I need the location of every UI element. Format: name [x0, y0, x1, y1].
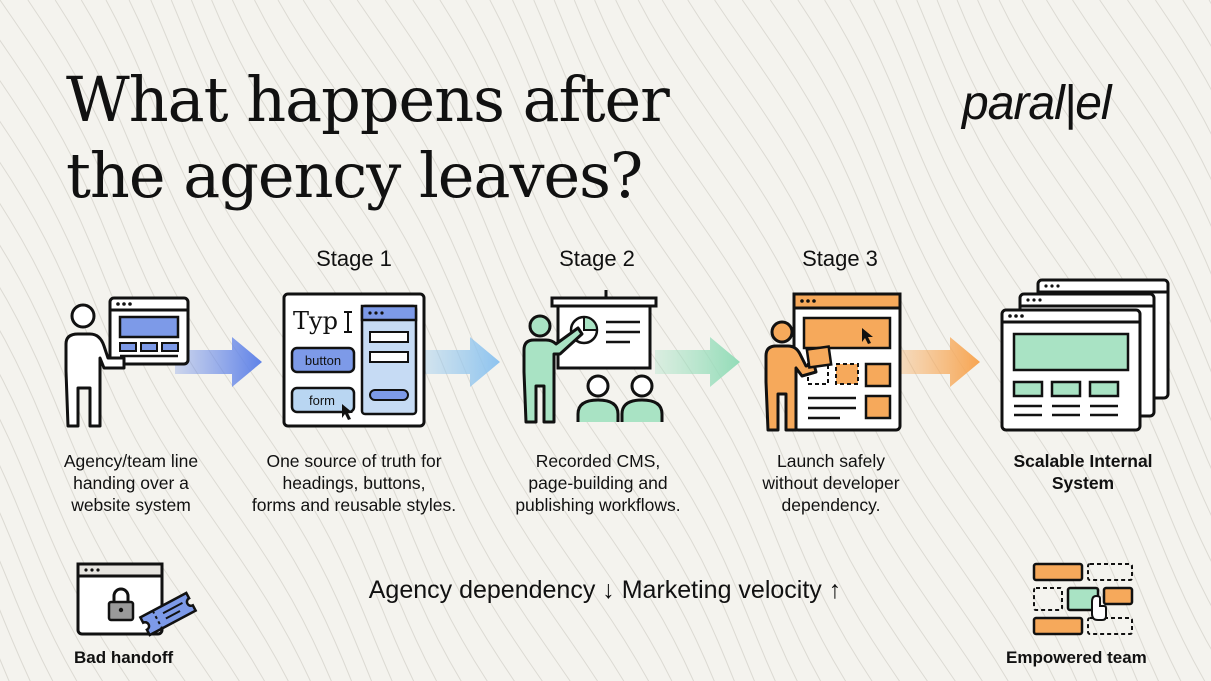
style-guide-icon: Typ button form — [282, 292, 426, 428]
background-line — [1072, 0, 1211, 227]
title-line-1: What happens after — [66, 63, 670, 136]
background-line — [0, 512, 78, 681]
person-building-page-icon — [764, 292, 902, 432]
typ-sample: Typ — [293, 307, 338, 335]
arrow-4 — [895, 337, 980, 387]
arrow-3 — [655, 337, 740, 387]
background-line — [553, 0, 928, 681]
button-sample: button — [305, 353, 341, 368]
stage-1-label: Stage 1 — [316, 246, 392, 271]
background-line — [1099, 0, 1211, 181]
background-line — [797, 0, 1160, 681]
background-line — [0, 244, 240, 681]
background-line — [533, 0, 900, 681]
brand-logo: paral|el — [962, 77, 1112, 130]
person-handing-over-browser-icon — [64, 296, 190, 428]
background-line — [0, 560, 54, 681]
background-line — [1127, 0, 1211, 135]
arrow-2 — [415, 337, 500, 387]
background-line — [0, 464, 104, 681]
stacked-browser-windows-icon — [1000, 278, 1170, 432]
stage-3-label: Stage 3 — [802, 246, 878, 271]
presentation-training-icon — [522, 290, 664, 424]
title-line-2: the agency leaves? — [66, 139, 643, 212]
page-title: What happens after the agency leaves? — [66, 62, 766, 214]
background-line — [302, 0, 695, 681]
empowered-team-label: Empowered team — [1006, 648, 1147, 667]
form-sample: form — [309, 393, 335, 408]
background-line — [1046, 0, 1211, 275]
arrow-1 — [175, 337, 262, 387]
modular-blocks-icon — [1032, 562, 1134, 636]
background-line — [329, 0, 715, 681]
bad-handoff-label: Bad handoff — [74, 648, 174, 667]
stage-2-label: Stage 2 — [559, 246, 635, 271]
background-line — [80, 0, 438, 681]
background-line — [1021, 0, 1211, 324]
tagline: Agency dependency ↓ Marketing velocity ↑ — [368, 576, 842, 604]
background-line — [977, 0, 1211, 422]
background-line — [998, 0, 1211, 373]
background-line — [0, 418, 130, 681]
locked-browser-ticket-icon — [76, 562, 198, 637]
